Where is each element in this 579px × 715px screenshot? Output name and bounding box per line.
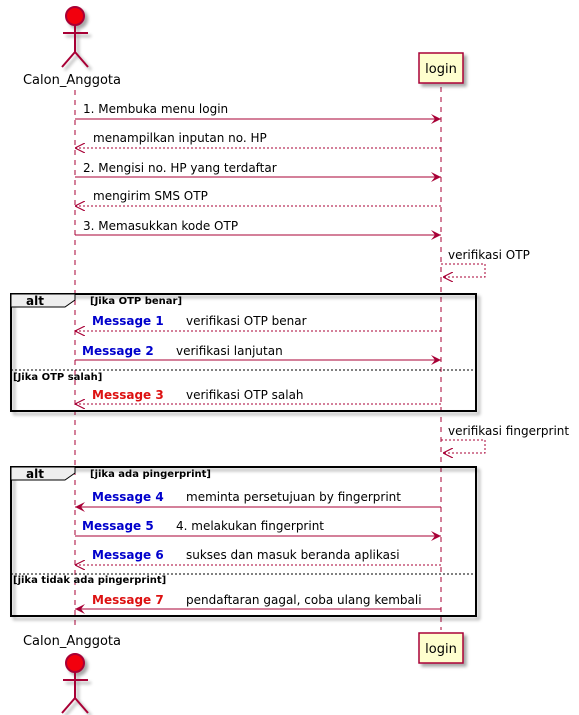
alt-2-message-text-1: meminta persetujuan by fingerprint bbox=[186, 490, 401, 504]
alt-2-message-label-4: Message 7 bbox=[92, 593, 164, 607]
alt-2-message-label-3: Message 6 bbox=[92, 548, 164, 562]
participant-box-top bbox=[418, 52, 464, 84]
alt-1-keyword: alt bbox=[26, 294, 44, 308]
alt-1-message-label-2: Message 2 bbox=[82, 344, 154, 358]
alt-1-message-label-1: Message 1 bbox=[92, 314, 164, 328]
alt-1-guard-1: [Jika OTP benar] bbox=[90, 296, 182, 307]
alt-2-message-text-4: pendaftaran gagal, coba ulang kembali bbox=[186, 593, 422, 607]
actor-icon-bottom bbox=[61, 653, 89, 714]
alt-1-message-text-1: verifikasi OTP benar bbox=[186, 314, 307, 328]
alt-2-message-label-2: Message 5 bbox=[82, 519, 154, 533]
alt-1-message-label-3: Message 3 bbox=[92, 388, 164, 402]
alt-2-guard-1: [jika ada pingerprint] bbox=[90, 469, 211, 480]
alt-1-message-text-2: verifikasi lanjutan bbox=[176, 344, 283, 358]
reply-text-1: menampilkan inputan no. HP bbox=[93, 131, 267, 145]
alt-2-message-text-2: 4. melakukan fingerprint bbox=[176, 519, 324, 533]
alt-1-message-text-3: verifikasi OTP salah bbox=[186, 388, 304, 402]
alt-2-keyword: alt bbox=[26, 467, 44, 481]
self-arrow-otp bbox=[441, 263, 486, 277]
self-text-fingerprint: verifikasi fingerprint bbox=[448, 424, 569, 438]
alt-1-guard-2: [Jika OTP salah] bbox=[13, 372, 102, 383]
self-arrow-fingerprint bbox=[441, 439, 486, 453]
actor-name-bottom: Calon_Anggota bbox=[23, 634, 121, 649]
actor-name-top: Calon_Anggota bbox=[23, 73, 121, 88]
participant-name-top: login bbox=[425, 62, 457, 77]
participant-box-bottom bbox=[418, 632, 464, 664]
participant-name-bottom: login bbox=[425, 642, 457, 657]
message-text-2: 2. Mengisi no. HP yang terdaftar bbox=[83, 161, 277, 175]
reply-text-2: mengirim SMS OTP bbox=[93, 189, 208, 203]
message-text-1: 1. Membuka menu login bbox=[83, 102, 228, 116]
self-text-otp: verifikasi OTP bbox=[448, 248, 530, 262]
actor-icon-top bbox=[61, 6, 89, 68]
alt-fragment-2: alt [jika ada pingerprint] [jika tidak a… bbox=[10, 466, 477, 617]
alt-2-guard-2: [jika tidak ada pingerprint] bbox=[13, 575, 166, 586]
alt-2-message-label-1: Message 4 bbox=[92, 490, 164, 504]
message-text-3: 3. Memasukkan kode OTP bbox=[83, 219, 238, 233]
alt-2-message-text-3: sukses dan masuk beranda aplikasi bbox=[186, 548, 400, 562]
alt-fragment-1: alt [Jika OTP benar] [Jika OTP salah] bbox=[10, 293, 477, 412]
